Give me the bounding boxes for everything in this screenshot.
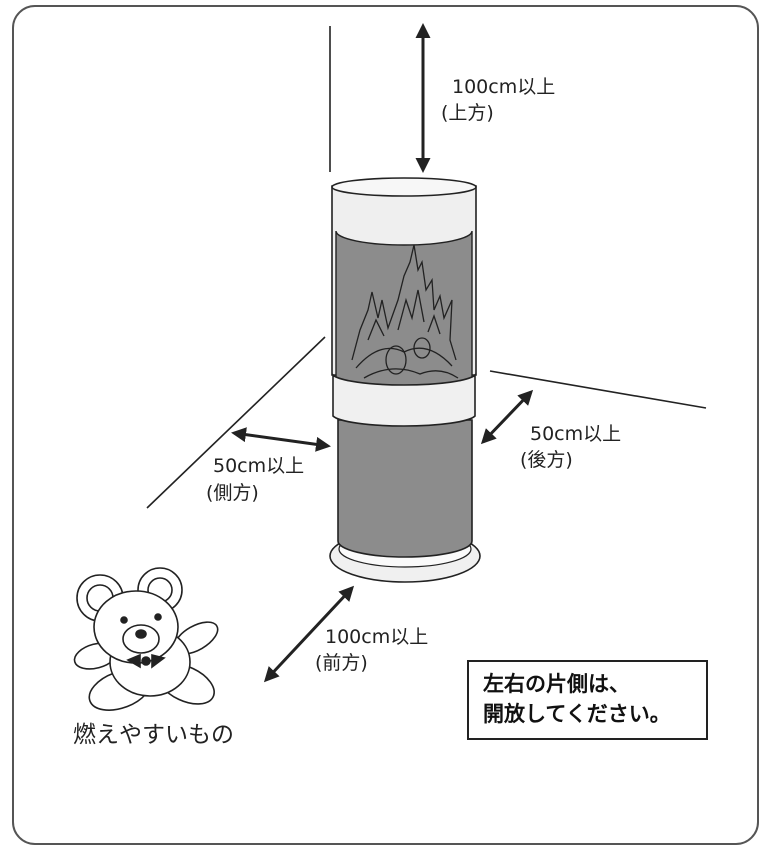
heater-unit — [329, 177, 481, 583]
back-wall-line — [489, 370, 707, 409]
open-one-side-note: 左右の片側は、 開放してください。 — [467, 660, 708, 740]
note-line-1: 左右の片側は、 — [483, 672, 630, 696]
outer-frame — [12, 5, 759, 845]
heater-top-cap — [331, 177, 477, 197]
teddy-bear-icon — [73, 567, 219, 711]
front-clearance-arrow — [263, 585, 355, 683]
front-clearance-distance: 100cm以上 — [325, 626, 429, 648]
front-clearance-direction: (前方) — [315, 652, 368, 674]
flame-graphic — [351, 244, 459, 379]
top-clearance-distance: 100cm以上 — [452, 76, 556, 98]
top-clearance-direction: (上方) — [441, 102, 494, 124]
note-line-2: 開放してください。 — [483, 702, 671, 726]
back-clearance-arrow — [480, 389, 534, 445]
side-clearance-arrow — [231, 427, 331, 452]
back-clearance-distance: 50cm以上 — [530, 423, 622, 445]
flammables-label: 燃えやすいもの — [73, 722, 234, 748]
heater-lower-body — [337, 419, 473, 558]
back-clearance-direction: (後方) — [520, 449, 573, 471]
side-wall-line — [146, 336, 326, 509]
side-clearance-distance: 50cm以上 — [213, 455, 305, 477]
heater-middle-ring — [332, 373, 476, 427]
side-clearance-direction: (側方) — [206, 482, 259, 504]
